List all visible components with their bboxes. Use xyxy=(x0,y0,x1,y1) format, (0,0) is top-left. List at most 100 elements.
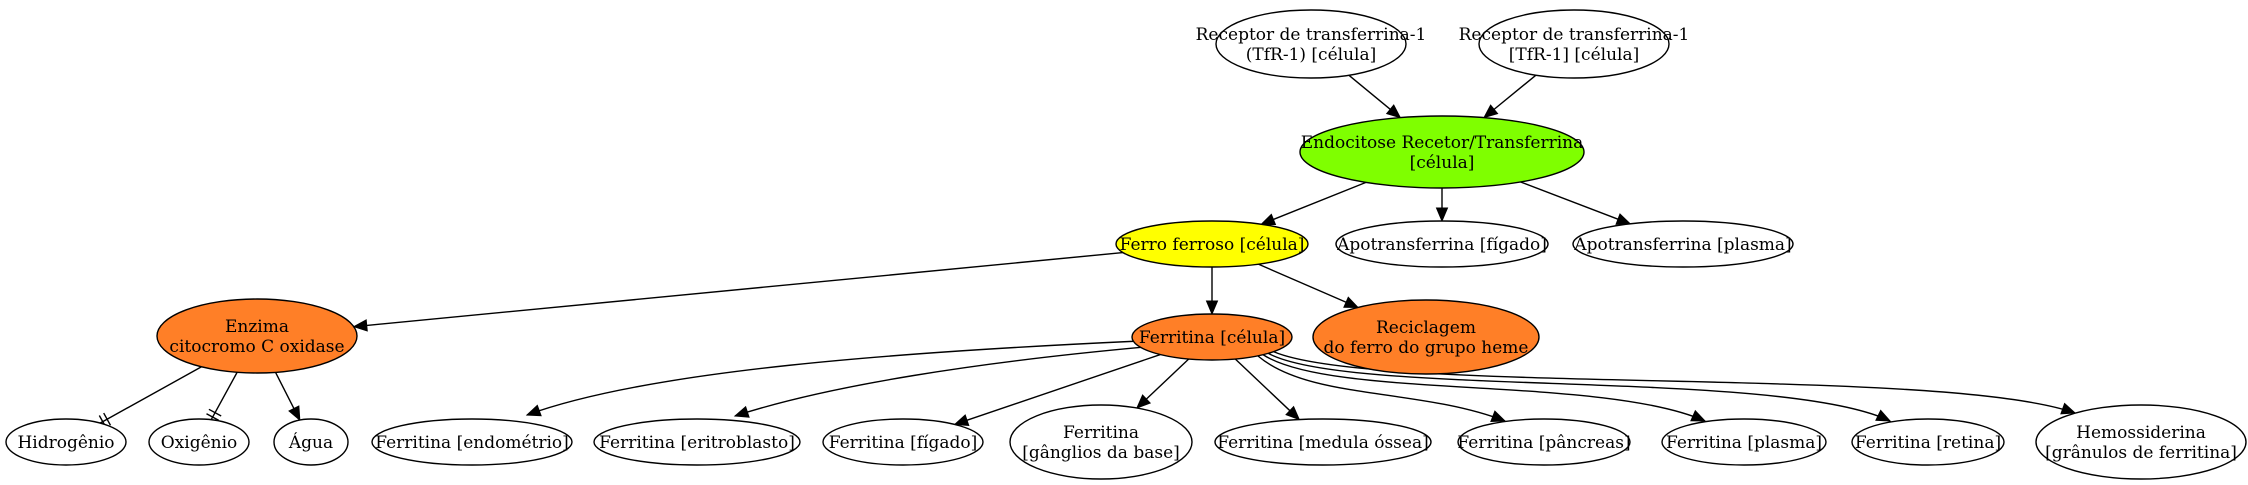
node-label: Reciclagem xyxy=(1376,318,1476,338)
edge-ferritina-celula-to-ferritina-pancreas xyxy=(1257,355,1507,422)
node-shape xyxy=(156,298,358,374)
node-shape xyxy=(1115,220,1309,268)
node-label: Ferritina [medula óssea] xyxy=(1217,433,1429,453)
edges-layer xyxy=(98,74,2077,429)
node-label: Ferritina [fígado] xyxy=(829,433,978,453)
edge-enzima-to-agua xyxy=(274,372,301,422)
arrow-head xyxy=(1875,409,1892,422)
nodes-layer: Receptor de transferrina-1(TfR-1) [célul… xyxy=(5,9,2247,480)
arrow-head xyxy=(953,414,970,427)
node-shape xyxy=(822,418,984,466)
node-shape xyxy=(1661,418,1827,466)
node-hemossiderina[interactable]: Hemossiderina[grânulos de ferritina] xyxy=(2035,404,2247,480)
edge-enzima-to-oxigenio xyxy=(206,371,238,422)
edge-ferritina-celula-to-ferritina-medula xyxy=(1234,358,1301,421)
node-label: Receptor de transferrina-1 xyxy=(1196,25,1427,45)
node-label: Hidrogênio xyxy=(17,433,114,453)
node-label: Ferritina [eritroblasto] xyxy=(599,433,795,453)
node-tfr1-a[interactable]: Receptor de transferrina-1(TfR-1) [célul… xyxy=(1196,9,1427,79)
node-shape xyxy=(1312,299,1540,375)
arrow-head xyxy=(1490,410,1507,422)
node-label: Ferritina [pâncreas] xyxy=(1457,433,1630,453)
node-shape xyxy=(593,418,801,466)
node-ferritina-ganglios[interactable]: Ferritina[gânglios da base] xyxy=(1009,404,1193,480)
node-ferritina-endometrio[interactable]: Ferritina [endométrio] xyxy=(371,418,573,466)
node-shape xyxy=(1299,115,1585,189)
node-apotransferrina-figado[interactable]: Apotransferrina [fígado] xyxy=(1335,220,1549,268)
node-label: Ferro ferroso [célula] xyxy=(1120,235,1305,255)
arrow-head xyxy=(1615,213,1632,225)
edge-tfr1-b-to-endocitose xyxy=(1483,74,1537,119)
node-label: Hemossiderina xyxy=(2076,423,2206,443)
node-label: Água xyxy=(288,432,333,453)
arrow-head xyxy=(733,405,750,418)
node-ferritina-celula[interactable]: Ferritina [célula] xyxy=(1131,313,1293,361)
node-ferritina-pancreas[interactable]: Ferritina [pâncreas] xyxy=(1457,418,1631,466)
node-shape xyxy=(5,418,127,466)
edge-ferritina-celula-to-ferritina-eritroblasto xyxy=(733,346,1146,418)
node-shape xyxy=(1131,313,1293,361)
node-label: do ferro do grupo heme xyxy=(1324,338,1529,358)
edge-ferro-ferroso-to-reciclagem xyxy=(1258,263,1360,308)
edge-ferritina-celula-to-ferritina-endometrio xyxy=(525,340,1141,417)
node-shape xyxy=(2035,404,2247,480)
arrow-head xyxy=(2060,402,2077,415)
node-label: [grânulos de ferritina] xyxy=(2045,443,2237,463)
edge-ferritina-celula-to-ferritina-plasma xyxy=(1261,353,1707,422)
node-shape xyxy=(273,418,349,466)
arrow-head xyxy=(352,319,368,332)
node-label: Ferritina [célula] xyxy=(1139,328,1285,348)
tee-head xyxy=(206,408,222,422)
arrow-head xyxy=(1385,104,1402,119)
node-label: Ferritina xyxy=(1063,423,1139,443)
node-ferritina-retina[interactable]: Ferritina [retina] xyxy=(1851,418,2005,466)
node-ferritina-plasma[interactable]: Ferritina [plasma] xyxy=(1661,418,1827,466)
node-label: Enzima xyxy=(225,317,289,337)
node-label: Ferritina [plasma] xyxy=(1666,433,1822,453)
arrow-head xyxy=(1483,104,1499,119)
edge-ferritina-celula-to-ferritina-figado xyxy=(953,353,1161,427)
node-ferritina-eritroblasto[interactable]: Ferritina [eritroblasto] xyxy=(593,418,801,466)
node-ferro-ferroso[interactable]: Ferro ferroso [célula] xyxy=(1115,220,1309,268)
node-tfr1-b[interactable]: Receptor de transferrina-1[TfR-1] [célul… xyxy=(1459,9,1690,79)
arrow-head xyxy=(1136,394,1152,409)
node-label: [gânglios da base] xyxy=(1022,443,1180,463)
edge-endocitose-to-apotransferrina-figado xyxy=(1435,188,1449,223)
node-label: Oxigênio xyxy=(161,433,238,453)
node-label: Receptor de transferrina-1 xyxy=(1459,25,1690,45)
arrow-head xyxy=(1435,207,1449,223)
edge-enzima-to-hidrogenio xyxy=(98,366,202,429)
node-label: Endocitose Recetor/Transferrina xyxy=(1301,133,1583,153)
edge-ferro-ferroso-to-ferritina-celula xyxy=(1205,267,1219,316)
arrow-head xyxy=(1205,300,1219,316)
edge-ferritina-celula-to-hemossiderina xyxy=(1269,349,2077,415)
node-endocitose[interactable]: Endocitose Recetor/Transferrina[célula] xyxy=(1299,115,1585,189)
node-label: Apotransferrina [plasma] xyxy=(1573,235,1791,255)
node-label: Apotransferrina [fígado] xyxy=(1336,235,1547,255)
arrow-head xyxy=(1260,213,1277,226)
edge-ferro-ferroso-to-enzima xyxy=(352,251,1123,332)
node-shape xyxy=(1851,418,2005,466)
node-label: Ferritina [endométrio] xyxy=(375,433,569,453)
arrow-head xyxy=(1690,409,1707,422)
edge-endocitose-to-ferro-ferroso xyxy=(1260,181,1367,226)
arrow-head xyxy=(288,405,301,422)
node-agua[interactable]: Água xyxy=(273,418,349,466)
arrow-head xyxy=(525,404,542,417)
edge-endocitose-to-apotransferrina-plasma xyxy=(1520,181,1632,225)
node-label: (TfR-1) [célula] xyxy=(1246,45,1376,65)
node-shape xyxy=(1478,9,1670,79)
node-shape xyxy=(1214,418,1432,466)
arrow-head xyxy=(1343,296,1360,308)
node-ferritina-medula[interactable]: Ferritina [medula óssea] xyxy=(1214,418,1432,466)
node-shape xyxy=(1572,220,1794,268)
node-apotransferrina-plasma[interactable]: Apotransferrina [plasma] xyxy=(1572,220,1794,268)
node-ferritina-figado[interactable]: Ferritina [fígado] xyxy=(822,418,984,466)
node-oxigenio[interactable]: Oxigênio xyxy=(148,418,250,466)
node-label: Ferritina [retina] xyxy=(1855,433,2001,453)
node-hidrogenio[interactable]: Hidrogênio xyxy=(5,418,127,466)
edge-ferritina-celula-to-ferritina-ganglios xyxy=(1136,358,1190,409)
